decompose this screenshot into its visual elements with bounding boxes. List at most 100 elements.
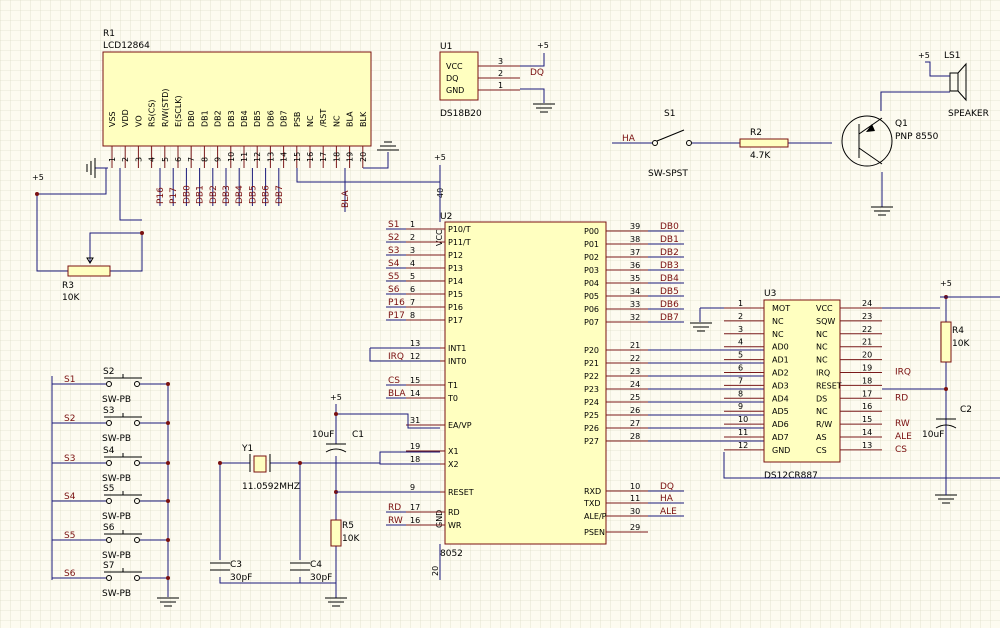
r3-val: 10K [62,293,80,303]
lcd-pin-number: 1 [108,157,117,162]
switch-net: S4 [64,492,76,502]
u3-pin-number: 20 [862,351,872,360]
u2-net-label: RD [388,503,401,513]
switch-ref: S2 [103,367,114,377]
u3-pin-number: 22 [862,325,872,334]
u2-pin-name: TXD [583,499,601,508]
u1-pin-name: VCC [446,62,463,71]
u2-pin-number: 13 [410,339,420,348]
lcd-net-label: P17 [169,187,179,204]
u2-vcc-label: VCC [435,229,444,246]
u2-pin-name: P15 [448,290,463,299]
switch-part: SW-PB [102,434,131,444]
push-button-icon [104,453,142,458]
push-button-column[interactable]: S2SW-PBS1S3SW-PBS2S4SW-PBS3S5SW-PBS4S6SW… [51,367,179,607]
c1-ref: C1 [352,430,364,440]
u2-pin-number: 12 [410,352,420,361]
u2-gnd-label: GND [435,510,444,528]
switch-contact-icon [686,140,692,146]
u2-pin-number: 24 [630,380,640,389]
u2-pin-name: P17 [448,316,463,325]
u2-pin-number: 27 [630,419,640,428]
lcd-module-r1[interactable]: R1 LCD12864 VSS1VDD2VO3RS(CS)4R/W(STD)5E… [86,29,440,221]
u2-pin-name: T0 [447,394,458,403]
u2-pin-name: X2 [448,460,459,469]
mcu-reset-c1-r5[interactable]: +5 10uF C1 R5 10K [312,393,440,607]
r3-ref: R3 [62,281,74,291]
u2-net-label: P16 [388,298,405,308]
u2-pin-number: 14 [410,389,420,398]
u2-net-label: DB7 [660,313,679,323]
buzzer-driver[interactable]: S1 HA SW-SPST R2 4.7K Q1 PNP 8550 +5 LS1… [612,51,989,216]
u3-pin-number: 10 [738,415,748,424]
u3-wire [882,307,946,390]
r1-ref: R1 [103,29,115,39]
r5-val: 10K [342,534,360,544]
lcd-net-label: DB5 [248,185,258,204]
u2-net-label: DB0 [660,222,679,232]
u3-pin-number: 16 [862,402,872,411]
u2-net-label: DB6 [660,300,679,310]
switch-net: S2 [64,414,75,424]
junction-dot [166,461,170,465]
switch-part: SW-PB [102,395,131,405]
u2-pin-name: INT0 [448,357,466,366]
u2-left-pins: 1P10/TS12P11/TS23P12S34P13S45P14S56P15S6… [369,220,474,530]
lcd-pin-number: 2 [121,157,130,162]
c4-ref: C4 [310,560,322,570]
crystal-y1[interactable]: Y1 11.0592MHZ C3 30pF C4 30pF [210,444,440,584]
c3-val: 30pF [230,573,252,583]
u2-ref: U2 [440,212,452,222]
lcd-pin-name: DB6 [266,110,275,127]
u2-net-label: IRQ [388,352,404,362]
lcd-net-label: DB3 [222,185,232,204]
r2-val: 4.7K [750,151,771,161]
switch-part: SW-PB [102,512,131,522]
lcd-pin-name: DB1 [200,110,209,127]
switch-contact-icon [106,420,112,426]
switch-contact-icon [134,537,140,543]
r1-part: LCD12864 [103,41,150,51]
lcd-pin-number: 18 [332,152,341,162]
u3-pin-number: 17 [862,389,872,398]
lcd-pin-name: BLA [346,111,355,127]
switch-contact-icon [106,460,112,466]
lcd-pin-number: 16 [306,152,315,162]
u2-pin-name: P14 [448,277,463,286]
u3-pin-number: 13 [862,441,872,450]
s1-ref: S1 [664,109,675,119]
switch-contact-icon [652,140,658,146]
u3-pin-number: 3 [738,325,743,334]
switch-contact-icon [134,575,140,581]
u3-pin-name: GND [772,446,790,455]
u3-pin-number: 5 [738,351,743,360]
u2-pin-number: 19 [410,442,420,451]
rtc-u3[interactable]: U3 DS12CR887 1MOT2NC3NC4AD05AD16AD27AD38… [690,279,1000,504]
u3-net-label: ALE [895,432,912,442]
u3-pin-name: CS [816,446,827,455]
switch-part: SW-PB [102,551,131,561]
u2-pin-number: 17 [410,503,420,512]
push-button-icon [104,530,142,535]
u2-pin-number: 10 [630,482,640,491]
u3-pin-number: 2 [738,312,743,321]
c1-power: +5 [330,393,342,402]
reset-network-r4-c2[interactable]: R4 10K C2 10uF [922,321,972,440]
u3-net-label: RW [895,419,910,429]
u3-pin-name: NC [772,317,784,326]
lcd-pins: VSS1VDD2VO3RS(CS)4R/W(STD)5E(SCLK)6DB07D… [86,88,440,221]
lcd-pin-number: 4 [148,157,157,162]
u1-part: DS18B20 [440,109,482,119]
u1-pin-number: 1 [498,81,503,90]
u2-pin-name: P20 [584,346,599,355]
contrast-pot-r3[interactable]: +5 R3 10K [32,168,144,303]
u3-pin-name: R/W [816,420,832,429]
mcu-u2[interactable]: U2 8052 VCC 40 GND 20 +5 1P10/TS12P11/TS… [369,153,764,580]
u3-pin-name: NC [816,407,828,416]
u2-pin-name: P26 [584,424,599,433]
u2-pin-number: 36 [630,261,640,270]
push-button-icon [104,491,142,496]
